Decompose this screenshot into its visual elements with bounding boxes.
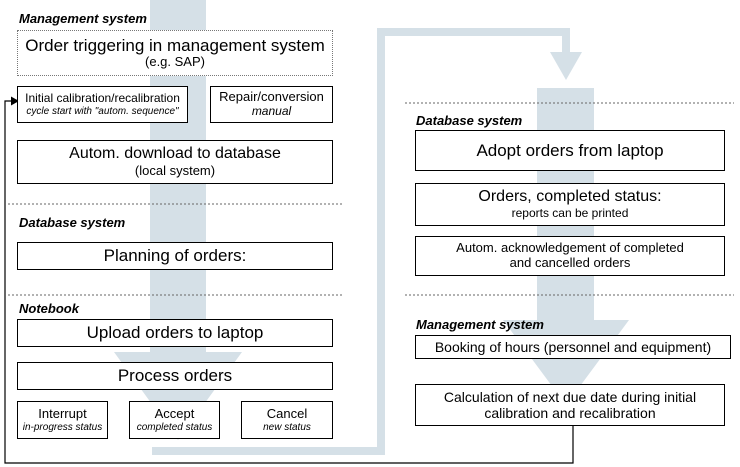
completed-status-subtitle: reports can be printed <box>511 205 629 220</box>
accept-subtitle: completed status <box>136 421 213 433</box>
adopt-box: Adopt orders from laptop <box>415 130 725 171</box>
completed-status-title: Orders, completed status: <box>478 188 662 206</box>
order-trigger-box: Order triggering in management system (e… <box>17 30 333 76</box>
download-box: Autom. download to database (local syste… <box>17 140 333 184</box>
booking-box: Booking of hours (personnel and equipmen… <box>415 335 731 359</box>
upload-box: Upload orders to laptop <box>17 319 333 347</box>
interrupt-box: Interrupt in-progress status <box>17 401 108 439</box>
order-trigger-subtitle: (e.g. SAP) <box>145 54 205 70</box>
cancel-subtitle: new status <box>263 421 311 433</box>
repair-subtitle: manual <box>251 104 292 119</box>
calculation-box: Calculation of next due date during init… <box>415 384 725 426</box>
planning-box: Planning of orders: <box>17 242 333 270</box>
acknowledgement-line2: and cancelled orders <box>509 255 631 270</box>
feedback-loop-line <box>4 100 574 464</box>
completed-status-box: Orders, completed status: reports can be… <box>415 183 725 226</box>
repair-box: Repair/conversion manual <box>210 86 333 123</box>
acknowledgement-line1: Autom. acknowledgement of completed <box>456 240 684 256</box>
feedback-arrowhead <box>11 96 19 106</box>
process-box: Process orders <box>17 362 333 390</box>
upload-title: Upload orders to laptop <box>86 323 264 343</box>
cancel-box: Cancel new status <box>241 401 333 439</box>
accept-box: Accept completed status <box>129 401 220 439</box>
calculation-line1: Calculation of next due date during init… <box>443 388 697 405</box>
acknowledgement-box: Autom. acknowledgement of completed and … <box>415 236 725 276</box>
download-title: Autom. download to database <box>69 145 281 163</box>
left-management-header: Management system <box>19 11 147 26</box>
calibration-box: Initial calibration/recalibration cycle … <box>17 86 188 123</box>
right-management-header: Management system <box>416 317 544 332</box>
cancel-title: Cancel <box>266 405 308 421</box>
download-subtitle: (local system) <box>134 162 216 178</box>
process-title: Process orders <box>117 366 233 386</box>
calculation-line2: calibration and recalibration <box>484 405 656 421</box>
interrupt-subtitle: in-progress status <box>22 421 103 433</box>
booking-title: Booking of hours (personnel and equipmen… <box>434 338 712 355</box>
order-trigger-title: Order triggering in management system <box>25 35 325 55</box>
interrupt-title: Interrupt <box>38 405 87 421</box>
left-database-header: Database system <box>19 215 126 230</box>
calibration-subtitle: cycle start with "autom. sequence" <box>26 105 179 117</box>
notebook-header: Notebook <box>19 301 79 316</box>
accept-title: Accept <box>154 405 195 421</box>
repair-title: Repair/conversion <box>219 89 324 105</box>
left-flow-arrow <box>114 0 242 440</box>
calibration-title: Initial calibration/recalibration <box>25 90 180 105</box>
planning-title: Planning of orders: <box>103 246 247 266</box>
right-database-header: Database system <box>416 113 523 128</box>
adopt-title: Adopt orders from laptop <box>476 140 664 160</box>
